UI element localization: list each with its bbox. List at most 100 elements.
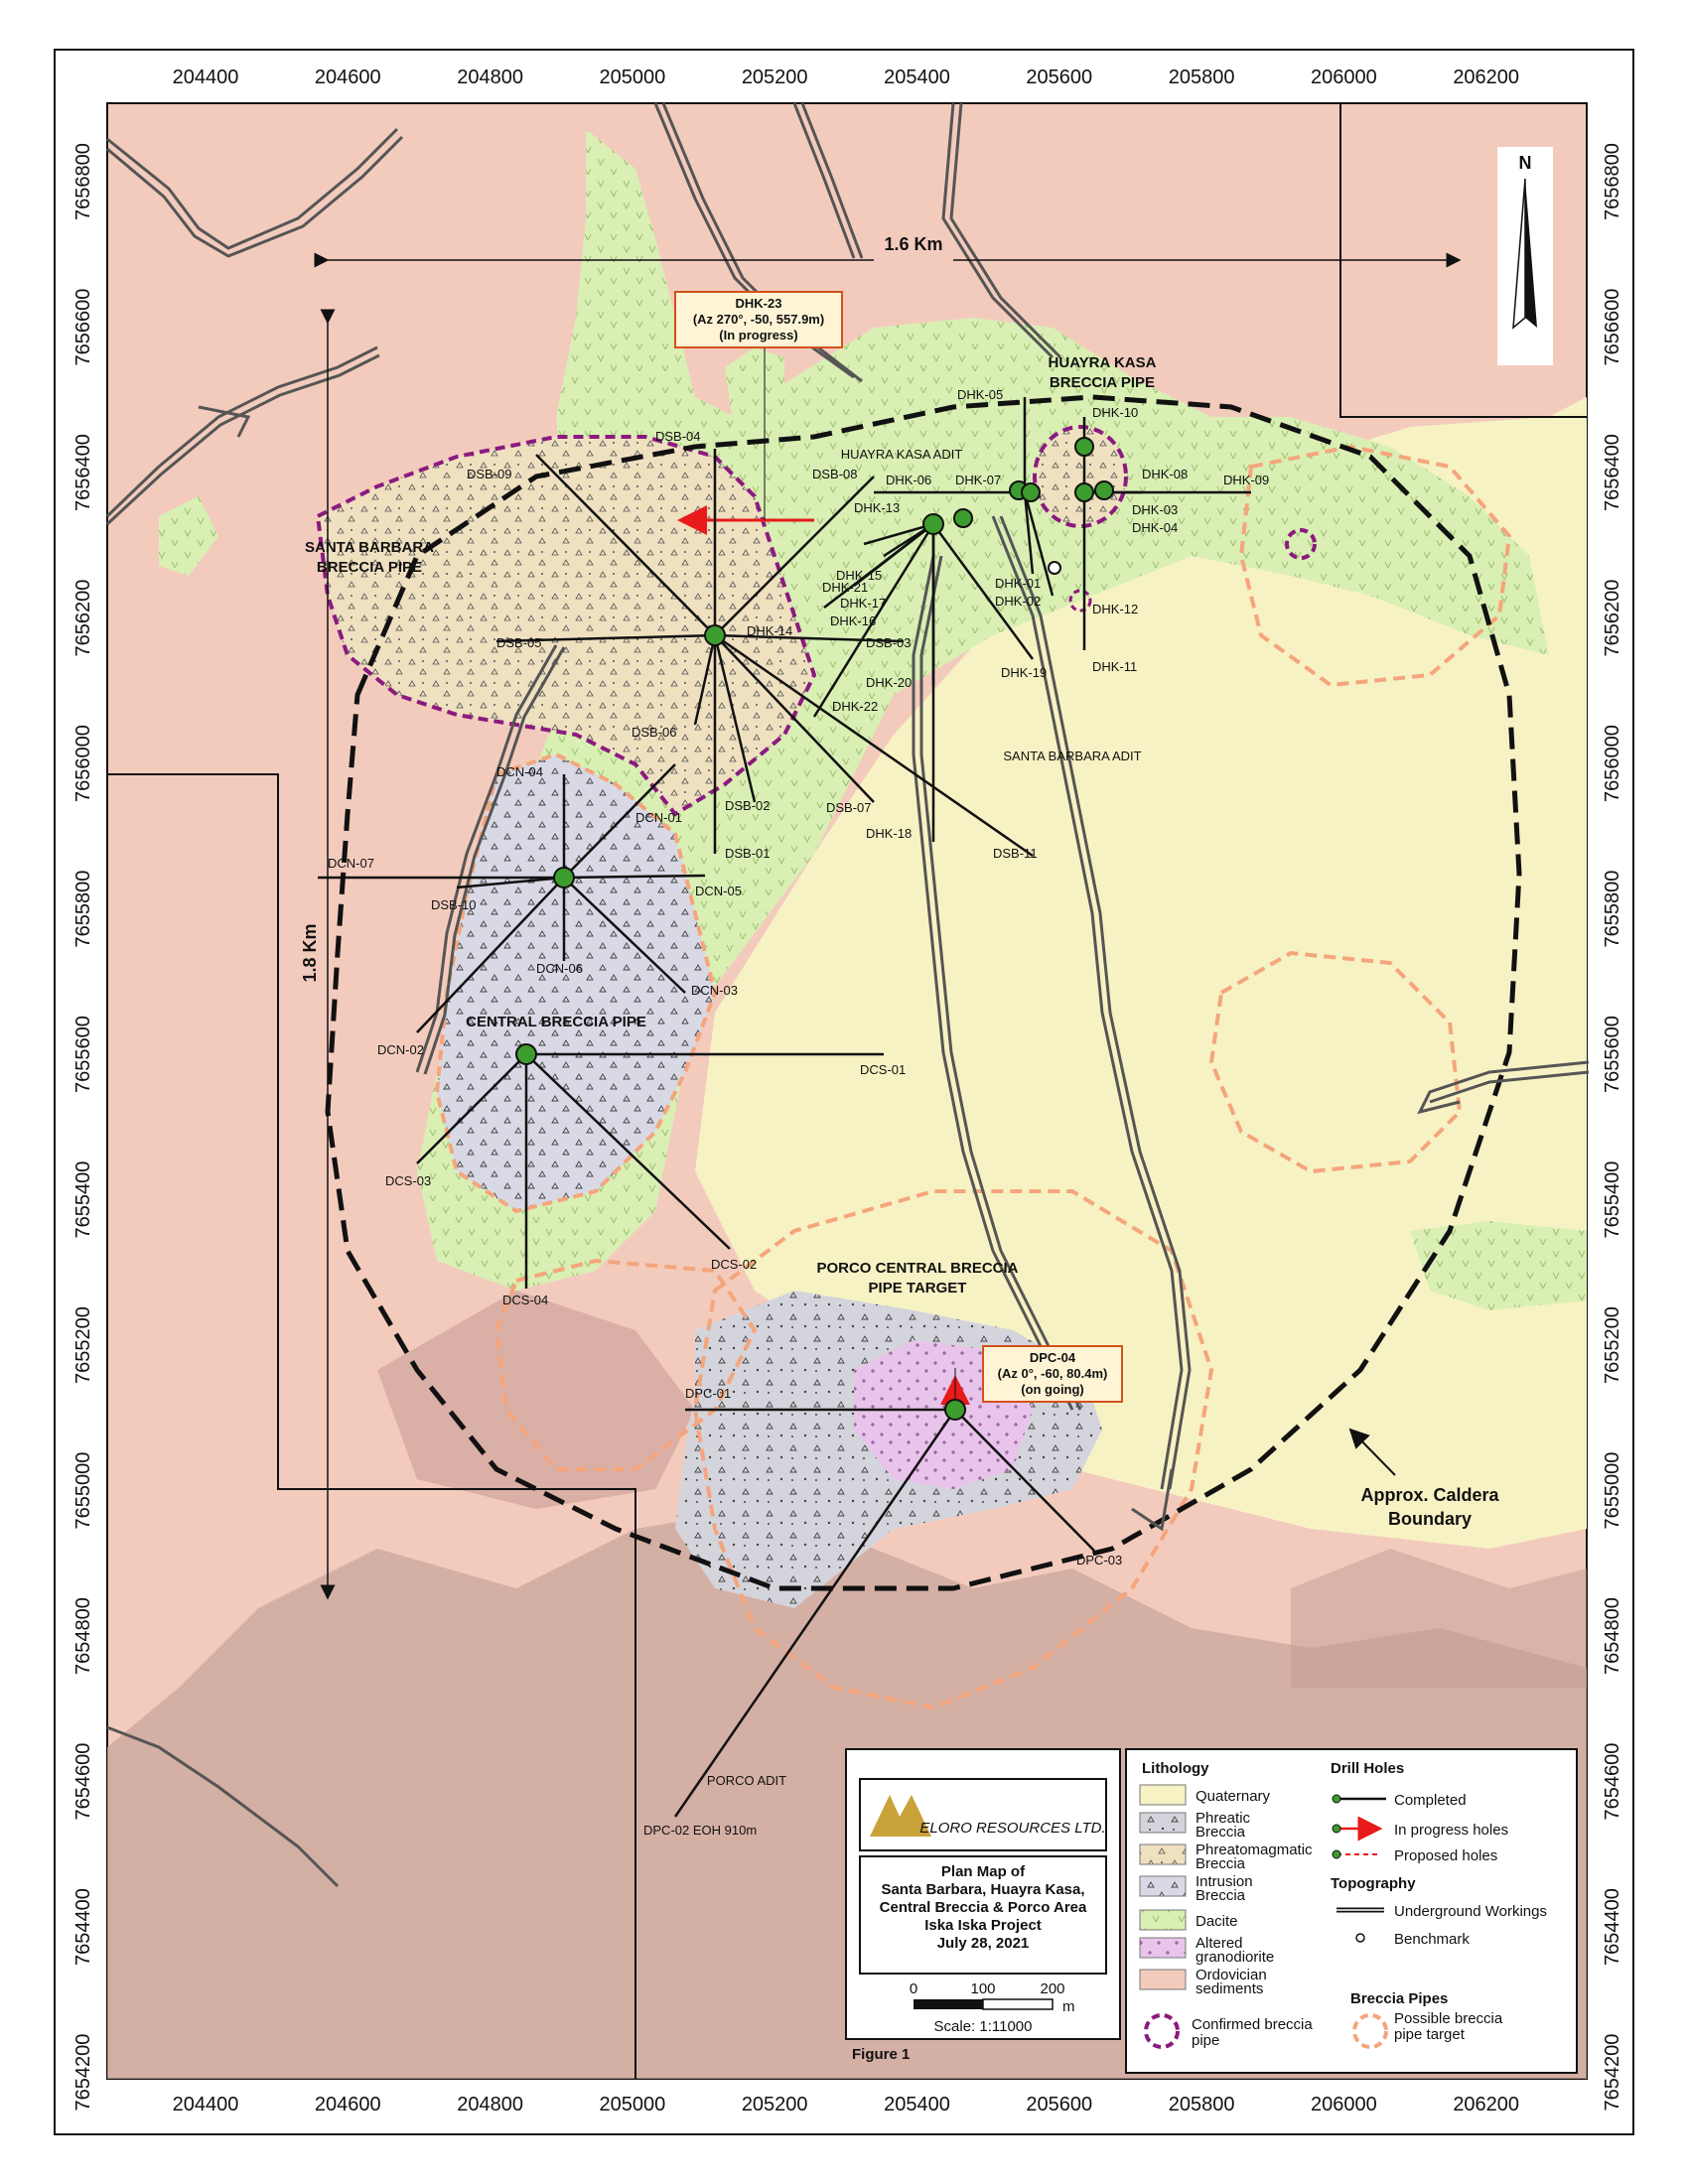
y-tick-label: 7654600	[1602, 1743, 1623, 1821]
y-tick-label: 7654400	[72, 1888, 94, 1966]
collars	[515, 437, 1114, 1421]
svg-text:200: 200	[1040, 1980, 1064, 1997]
svg-text:Intrusion: Intrusion	[1196, 1873, 1253, 1890]
svg-text:m: m	[1062, 1998, 1075, 2015]
svg-text:granodiorite: granodiorite	[1196, 1949, 1274, 1966]
svg-text:Benchmark: Benchmark	[1394, 1931, 1470, 1948]
collar-cs	[515, 1043, 537, 1065]
svg-text:Figure 1: Figure 1	[852, 2046, 910, 2063]
svg-text:DHK-19: DHK-19	[1001, 665, 1047, 680]
claim-line-sw	[107, 773, 636, 2079]
svg-text:(Az 0°, -60, 80.4m): (Az 0°, -60, 80.4m)	[998, 1366, 1108, 1381]
y-tick-label: 7656600	[1602, 289, 1623, 366]
x-tick-label: 204400	[173, 2094, 239, 2116]
benchmark	[1048, 561, 1061, 575]
svg-text:Boundary: Boundary	[1388, 1509, 1472, 1529]
possible-pipe-ne	[1238, 444, 1512, 688]
svg-text:DCS-02: DCS-02	[711, 1257, 757, 1272]
svg-text:Underground Workings: Underground Workings	[1394, 1903, 1547, 1920]
y-tick-label: 7655800	[72, 871, 94, 948]
svg-text:DPC-01: DPC-01	[685, 1386, 731, 1401]
topo-shade-east	[1291, 1549, 1587, 1688]
svg-text:In progress holes: In progress holes	[1394, 1822, 1508, 1839]
svg-text:DHK-21: DHK-21	[822, 580, 868, 595]
svg-text:DHK-23: DHK-23	[736, 296, 782, 311]
collar-dhk03	[1074, 482, 1094, 502]
quaternary-unit	[695, 397, 1587, 1549]
svg-text:SANTA BARBARA ADIT: SANTA BARBARA ADIT	[1003, 749, 1141, 763]
x-tick-label: 204600	[315, 67, 381, 88]
y-tick-label: 7654800	[72, 1597, 94, 1675]
y-tick-label: 7656000	[72, 725, 94, 802]
svg-text:(In progress): (In progress)	[719, 328, 797, 342]
svg-text:PORCO CENTRAL BRECCIA: PORCO CENTRAL BRECCIA	[816, 1260, 1018, 1277]
y-tick-label: 7656400	[72, 434, 94, 511]
y-tick-label: 7655400	[1602, 1161, 1623, 1239]
x-tick-label: 205000	[600, 2094, 666, 2116]
x-tick-label: 205600	[1026, 2094, 1092, 2116]
svg-text:DHK-06: DHK-06	[886, 473, 931, 487]
caldera-boundary	[325, 394, 1522, 1591]
collar-dhk08	[1094, 480, 1114, 500]
svg-text:Breccia: Breccia	[1196, 1887, 1246, 1904]
scale-h-bg	[874, 246, 953, 272]
svg-text:PIPE TARGET: PIPE TARGET	[869, 1280, 967, 1297]
collar-dhk07b	[1021, 482, 1041, 502]
svg-text:DCN-03: DCN-03	[691, 983, 738, 998]
svg-text:DCN-04: DCN-04	[496, 764, 543, 779]
y-tick-label: 7656800	[1602, 143, 1623, 220]
svg-text:DCS-04: DCS-04	[502, 1293, 548, 1307]
hole-labels: DSB-04 DSB-09 DSB-08 DSB-05 DSB-06 DSB-0…	[328, 387, 1269, 1838]
company-logo	[870, 1795, 931, 1837]
x-tick-label: 205600	[1026, 67, 1092, 88]
x-tick-label: 205400	[884, 2094, 950, 2116]
dhk23-callout: DHK-23 (Az 270°, -50, 557.9m) (In progre…	[674, 291, 843, 348]
x-tick-label: 206200	[1453, 67, 1519, 88]
scale-v-text: 1.8 Km	[300, 923, 320, 982]
y-tick-label: 7655200	[72, 1306, 94, 1384]
scale-h-text: 1.6 Km	[884, 234, 942, 254]
y-tick-label: 7654200	[72, 2034, 94, 2112]
svg-text:DSB-04: DSB-04	[655, 429, 701, 444]
svg-text:DPC-02 EOH 910m: DPC-02 EOH 910m	[643, 1823, 757, 1838]
svg-text:Scale: 1:11000: Scale: 1:11000	[934, 2018, 1033, 2035]
collar-dhk13	[922, 513, 944, 535]
svg-text:DSB-01: DSB-01	[725, 846, 771, 861]
y-tick-label: 7654600	[72, 1743, 94, 1821]
legend-right: Lithology Quaternary Phreatic Breccia Ph…	[1125, 1748, 1578, 2074]
svg-text:DSB-11: DSB-11	[993, 846, 1038, 861]
y-tick-label: 7655600	[72, 1016, 94, 1093]
svg-text:Dacite: Dacite	[1196, 1913, 1238, 1930]
svg-text:Phreatic: Phreatic	[1196, 1810, 1251, 1827]
svg-text:DHK-14: DHK-14	[747, 623, 792, 638]
svg-text:July 28, 2021: July 28, 2021	[937, 1935, 1030, 1952]
y-tick-label: 7655000	[72, 1452, 94, 1530]
svg-text:pipe: pipe	[1192, 2032, 1219, 2049]
confirmed-small-pipe	[1285, 528, 1317, 560]
svg-text:DHK-11: DHK-11	[1092, 659, 1137, 674]
svg-text:Possible breccia: Possible breccia	[1394, 2010, 1503, 2027]
pipe-labels: SANTA BARBARA BRECCIA PIPE HUAYRA KASA B…	[305, 354, 1500, 1788]
collar-dhk22	[953, 508, 973, 528]
dpc04-callout: DPC-04 (Az 0°, -60, 80.4m) (on going)	[982, 1345, 1123, 1403]
svg-text:HUAYRA KASA ADIT: HUAYRA KASA ADIT	[841, 447, 963, 462]
collar-pc	[944, 1399, 966, 1421]
svg-text:DCN-02: DCN-02	[377, 1042, 424, 1057]
svg-text:DHK-22: DHK-22	[832, 699, 878, 714]
svg-text:DCN-06: DCN-06	[536, 961, 583, 976]
svg-text:DCN-01: DCN-01	[635, 810, 682, 825]
x-tick-label: 206000	[1311, 2094, 1377, 2116]
dacite-west	[159, 496, 218, 576]
svg-text:Lithology: Lithology	[1142, 1760, 1209, 1777]
svg-text:Approx. Caldera: Approx. Caldera	[1360, 1485, 1499, 1505]
y-tick-label: 7655400	[72, 1161, 94, 1239]
x-tick-label: 205000	[600, 67, 666, 88]
x-tick-label: 205200	[742, 67, 808, 88]
y-tick-label: 7654400	[1602, 1888, 1623, 1966]
svg-text:DHK-02: DHK-02	[995, 594, 1041, 609]
y-tick-label: 7654800	[1602, 1597, 1623, 1675]
svg-text:Santa Barbara, Huayra Kasa,: Santa Barbara, Huayra Kasa,	[881, 1881, 1084, 1898]
svg-text:DHK-03: DHK-03	[1132, 502, 1178, 517]
